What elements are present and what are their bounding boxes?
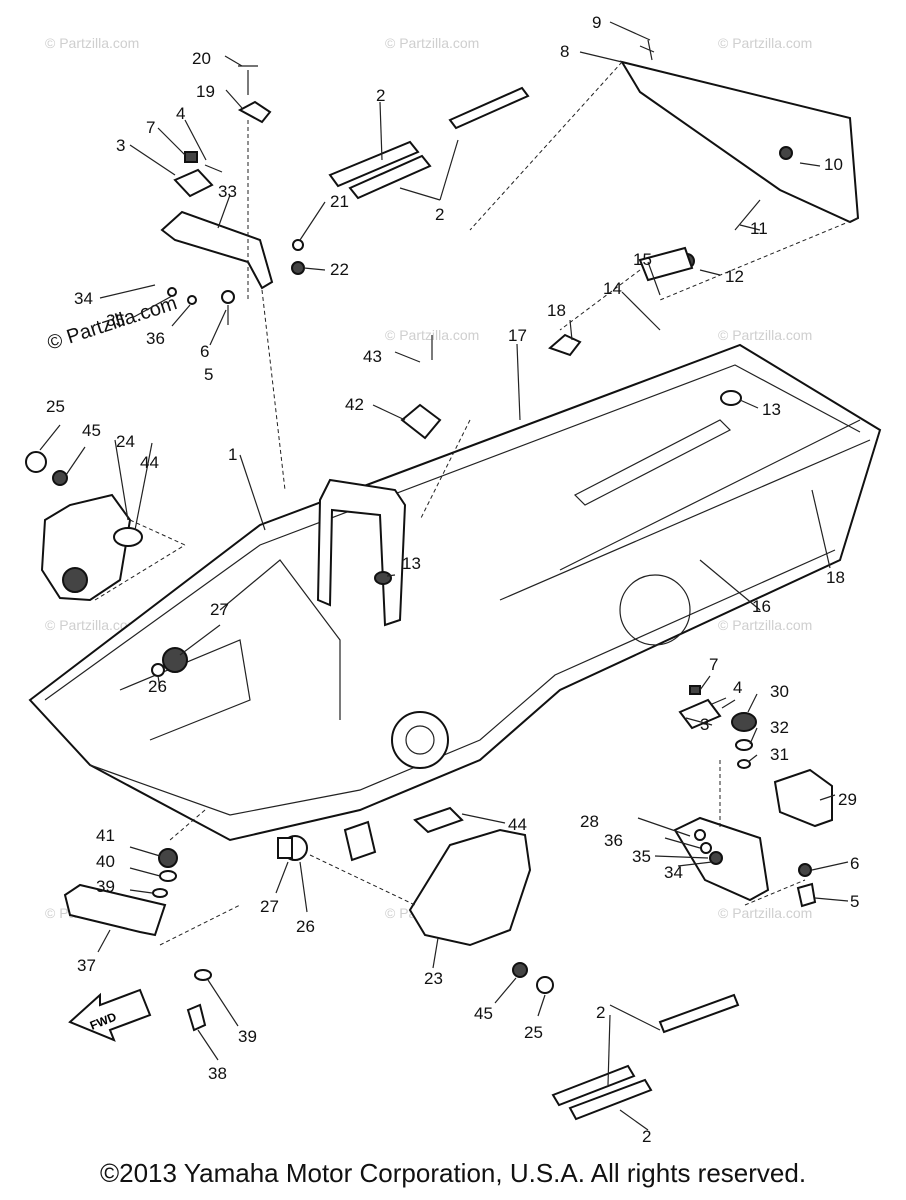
callout-15: 15 [633,250,652,269]
callout-24: 24 [116,432,135,451]
callout-25-bottom: 25 [524,1023,543,1042]
callout-16: 16 [752,597,771,616]
callout-27-bottom: 27 [260,897,279,916]
callout-34-top: 34 [74,289,93,308]
callout-17: 17 [508,326,527,345]
callout-6-top: 6 [200,342,209,361]
callout-22: 22 [330,260,349,279]
watermark: © Partzilla.com [718,327,812,343]
callout-7-top: 7 [146,118,155,137]
callout-32: 32 [770,718,789,737]
callout-38: 38 [208,1064,227,1083]
callout-21: 21 [330,192,349,211]
callout-10: 10 [824,155,843,174]
callout-2-top: 2 [376,86,385,105]
watermark: © Partzilla.com [718,905,812,921]
callouts: 9 8 10 11 12 15 14 17 18 2 2 20 19 4 7 3… [46,13,859,1146]
callout-43: 43 [363,347,382,366]
callout-45-bottom: 45 [474,1004,493,1023]
watermark: © Partzilla.com [385,35,479,51]
callout-14: 14 [603,279,622,298]
fwd-arrow: FWD [68,988,152,1042]
callout-4-top: 4 [176,104,185,123]
callout-25-left: 25 [46,397,65,416]
callout-3-right: 3 [700,715,709,734]
callout-35-top: 35 [106,311,125,330]
front-bracket-assembly [160,65,305,491]
callout-35-right: 35 [632,847,651,866]
callout-8: 8 [560,42,569,61]
clip-parts [277,820,377,862]
callout-44-left: 44 [140,453,159,472]
callout-18-top: 18 [547,301,566,320]
callout-37: 37 [77,956,96,975]
callout-6-right: 6 [850,854,859,873]
callout-13-right: 13 [762,400,781,419]
callout-11: 11 [750,219,768,238]
callout-34-right: 34 [664,863,683,882]
callout-31: 31 [770,745,789,764]
callout-7-right: 7 [709,655,718,674]
callout-39-bottom: 39 [238,1027,257,1046]
rear-bracket-assembly [673,685,833,908]
callout-27-left: 27 [210,600,229,619]
callout-18-right: 18 [826,568,845,587]
callout-40: 40 [96,852,115,871]
callout-41: 41 [96,826,115,845]
watermark: © Partzilla.com [45,35,139,51]
callout-1: 1 [228,445,237,464]
watermark: © Partzilla.com [718,35,812,51]
callout-2-top-b: 2 [435,205,444,224]
lower-plate-assembly [63,809,241,1032]
callout-44-right: 44 [508,815,527,834]
callout-2-bottom: 2 [596,1003,605,1022]
copyright-notice: ©2013 Yamaha Motor Corporation, U.S.A. A… [99,1158,807,1188]
watermark: © Partzilla.com [718,617,812,633]
chassis-frame [28,246,882,842]
callout-30: 30 [770,682,789,701]
callout-12: 12 [725,267,744,286]
watermark: © Partzilla.com [45,617,139,633]
callout-42: 42 [345,395,364,414]
headlight-housing [25,451,186,602]
callout-36-top: 36 [146,329,165,348]
running-boards-top [328,86,530,200]
callout-2-bottom-b: 2 [642,1127,651,1146]
callout-45-left: 45 [82,421,101,440]
callout-26-left: 26 [148,677,167,696]
callout-20: 20 [192,49,211,68]
callout-29: 29 [838,790,857,809]
callout-9: 9 [592,13,601,32]
callout-33: 33 [218,182,237,201]
callout-19: 19 [196,82,215,101]
leader-lines [39,21,849,1131]
nose-cover [309,806,554,994]
callout-26-bottom: 26 [296,917,315,936]
callout-39-left: 39 [96,877,115,896]
callout-4-right: 4 [733,678,742,697]
callout-3-top: 3 [116,136,125,155]
callout-36-right: 36 [604,831,623,850]
callout-5-right: 5 [850,892,859,911]
callout-5-top: 5 [204,365,213,384]
callout-13-center: 13 [402,554,421,573]
running-boards-bottom [551,993,740,1121]
callout-28: 28 [580,812,599,831]
callout-23: 23 [424,969,443,988]
